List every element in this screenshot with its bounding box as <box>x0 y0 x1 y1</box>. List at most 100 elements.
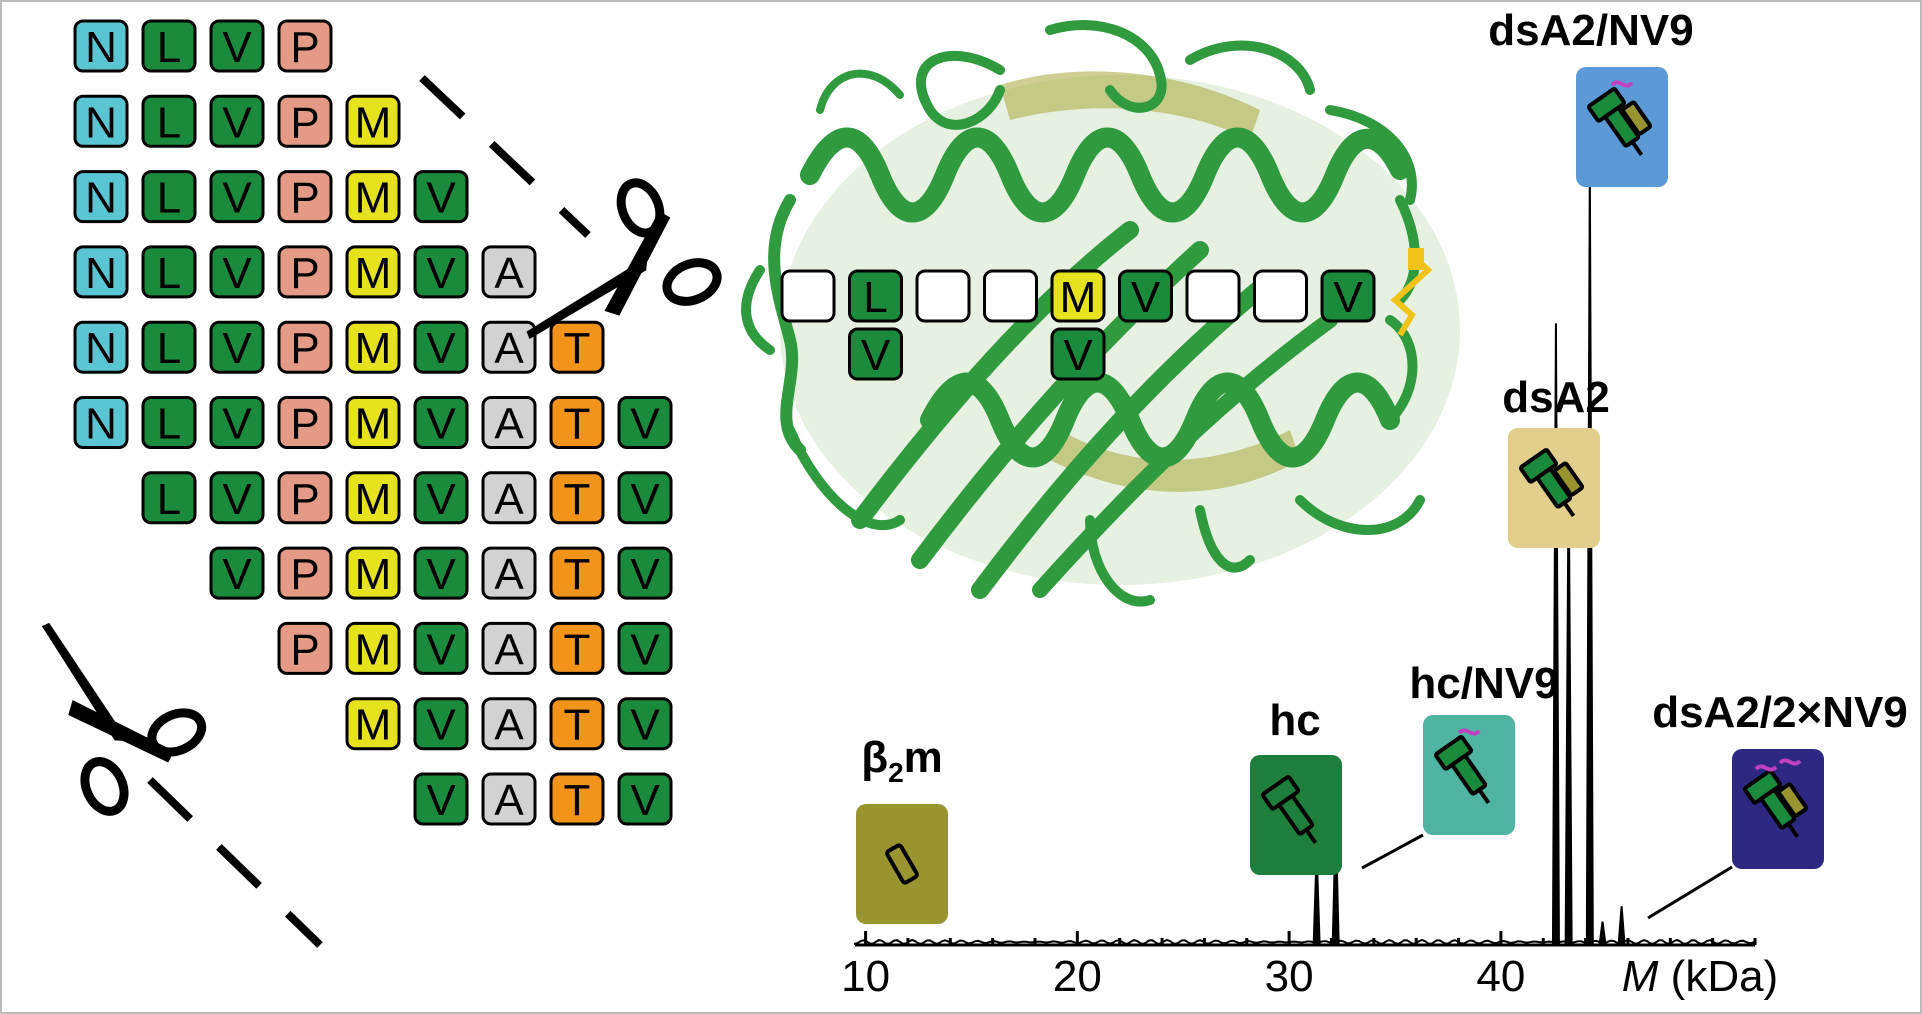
pocket-residue-V: V <box>848 327 903 381</box>
residue-letter: V <box>861 331 891 380</box>
connector-line <box>1361 833 1424 870</box>
residue-A: A <box>481 697 537 751</box>
connector-line <box>1647 865 1733 920</box>
residue-letter: P <box>290 249 319 298</box>
residue-letter: V <box>630 400 660 449</box>
residue-letter: V <box>1333 273 1363 322</box>
residue-N: N <box>73 170 129 224</box>
species-hc-nv9: hc/NV9 <box>1361 659 1559 870</box>
residue-V: V <box>413 471 469 525</box>
residue-N: N <box>73 396 129 449</box>
residue-V: V <box>617 396 673 449</box>
species-label-hc: hc <box>1269 696 1320 745</box>
residue-letter: P <box>290 23 319 72</box>
residue-letter: V <box>222 98 252 147</box>
residue-letter: T <box>564 701 591 750</box>
residue-A: A <box>481 772 537 826</box>
residue-letter: T <box>564 475 591 524</box>
residue-P: P <box>277 19 333 73</box>
residue-letter: M <box>355 324 392 373</box>
tick-label: 30 <box>1265 952 1314 1001</box>
pocket-position-blank <box>983 269 1038 323</box>
residue-letter: N <box>85 98 117 147</box>
species-label-hc-nv9: hc/NV9 <box>1409 659 1558 708</box>
residue-T: T <box>549 471 605 525</box>
residue-P: P <box>277 245 333 299</box>
residue-letter: M <box>1060 273 1097 322</box>
residue-L: L <box>141 19 197 73</box>
species-label-dsa2: dsA2 <box>1502 373 1610 422</box>
residue-V: V <box>209 471 265 525</box>
pocket-residue-V: V <box>1320 269 1376 323</box>
tick-label: 20 <box>1053 952 1102 1001</box>
residue-letter: V <box>630 475 660 524</box>
dsa2-two-peptides-icon <box>1743 758 1809 838</box>
residue-letter: V <box>1131 273 1161 322</box>
residue-P: P <box>277 546 333 600</box>
residue-letter: A <box>494 400 524 449</box>
residue-V: V <box>413 245 469 299</box>
residue-V: V <box>413 772 469 826</box>
residue-letter: M <box>355 475 392 524</box>
residue-V: V <box>209 245 265 299</box>
residue-V: V <box>617 471 673 525</box>
residue-V: V <box>413 320 469 374</box>
species-label-dsa2-2nv9: dsA2/2×NV9 <box>1652 688 1908 737</box>
residue-letter: V <box>426 400 456 449</box>
spectrum-peak <box>1617 906 1626 946</box>
pocket-position-blank <box>1253 269 1308 323</box>
residue-V: V <box>209 94 265 148</box>
residue-M: M <box>345 546 401 600</box>
dsa2-complex-icon <box>1519 448 1585 517</box>
residue-letter: V <box>630 776 660 825</box>
residue-letter: N <box>85 324 117 373</box>
residue-letter: P <box>290 174 319 223</box>
residue-N: N <box>73 94 129 148</box>
residue-letter: A <box>494 249 524 298</box>
species-labels: β2m hc hc/NV9 <box>856 6 1908 924</box>
residue-letter: N <box>85 23 117 72</box>
residue-letter: T <box>564 400 591 449</box>
residue-M: M <box>345 697 401 751</box>
residue-letter: V <box>426 475 456 524</box>
residue-letter: T <box>564 324 591 373</box>
residue-letter: V <box>222 475 252 524</box>
residue-N: N <box>73 19 129 73</box>
residue-letter: L <box>157 400 181 449</box>
residue-letter: M <box>355 701 392 750</box>
residue-M: M <box>345 471 401 525</box>
residue-letter: V <box>426 324 456 373</box>
residue-A: A <box>481 546 537 600</box>
residue-letter: L <box>157 98 181 147</box>
pocket-residue-L: L <box>848 269 903 323</box>
residue-letter: V <box>426 701 456 750</box>
residue-M: M <box>345 320 401 374</box>
tick-label: 40 <box>1476 952 1525 1001</box>
residue-V: V <box>209 320 265 374</box>
residue-letter: P <box>290 98 319 147</box>
residue-letter: V <box>630 550 660 599</box>
pocket-residue-V: V <box>1118 269 1173 323</box>
protein-structure-image <box>741 20 1460 607</box>
residue-V: V <box>413 621 469 675</box>
residue-L: L <box>141 245 197 299</box>
residue-letter: V <box>426 776 456 825</box>
residue-letter: V <box>426 174 456 223</box>
residue-V: V <box>617 697 673 751</box>
residue-letter: A <box>494 776 524 825</box>
residue-V: V <box>617 546 673 600</box>
residue-letter: A <box>494 475 524 524</box>
residue-letter: P <box>290 324 319 373</box>
residue-A: A <box>481 396 537 449</box>
scissors-icon <box>41 622 207 816</box>
residue-letter: A <box>494 625 524 674</box>
residue-A: A <box>481 245 537 299</box>
residue-L: L <box>141 396 197 449</box>
